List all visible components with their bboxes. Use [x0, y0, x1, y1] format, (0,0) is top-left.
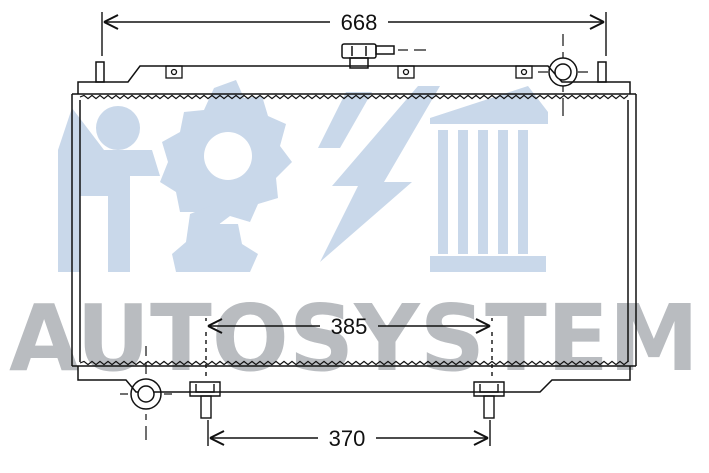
bottom-mount-left	[189, 381, 221, 419]
overall-width-label: 668	[341, 10, 378, 35]
watermark-text: AUTOSYSTEM	[9, 285, 699, 392]
person-icon	[58, 106, 160, 272]
overall-width-dimension	[101, 12, 607, 56]
building-icon	[430, 86, 548, 272]
watermark-logo: AUTOSYSTEM	[9, 80, 699, 392]
bottom-tank	[72, 365, 636, 393]
top-bracket-right	[515, 65, 533, 79]
upper-hose-outlet	[538, 34, 588, 116]
lower-hose-outlet	[120, 346, 172, 440]
top-crimp-line	[79, 94, 629, 100]
mount-spacing-upper-label: 385	[331, 314, 368, 339]
mount-spacing-upper-dimension	[205, 318, 493, 380]
mount-spacing-lower-dimension	[207, 420, 491, 446]
gear-icon	[160, 80, 292, 272]
bottom-mount-right	[473, 381, 505, 419]
top-tank	[72, 61, 636, 95]
mount-spacing-lower-label: 370	[329, 426, 366, 451]
bottom-crimp-line	[79, 360, 629, 366]
filler-neck	[341, 43, 426, 69]
lightning-icon	[318, 86, 440, 262]
top-bracket-mid	[397, 65, 415, 79]
top-bracket-left	[165, 65, 183, 79]
radiator-core	[71, 94, 637, 366]
